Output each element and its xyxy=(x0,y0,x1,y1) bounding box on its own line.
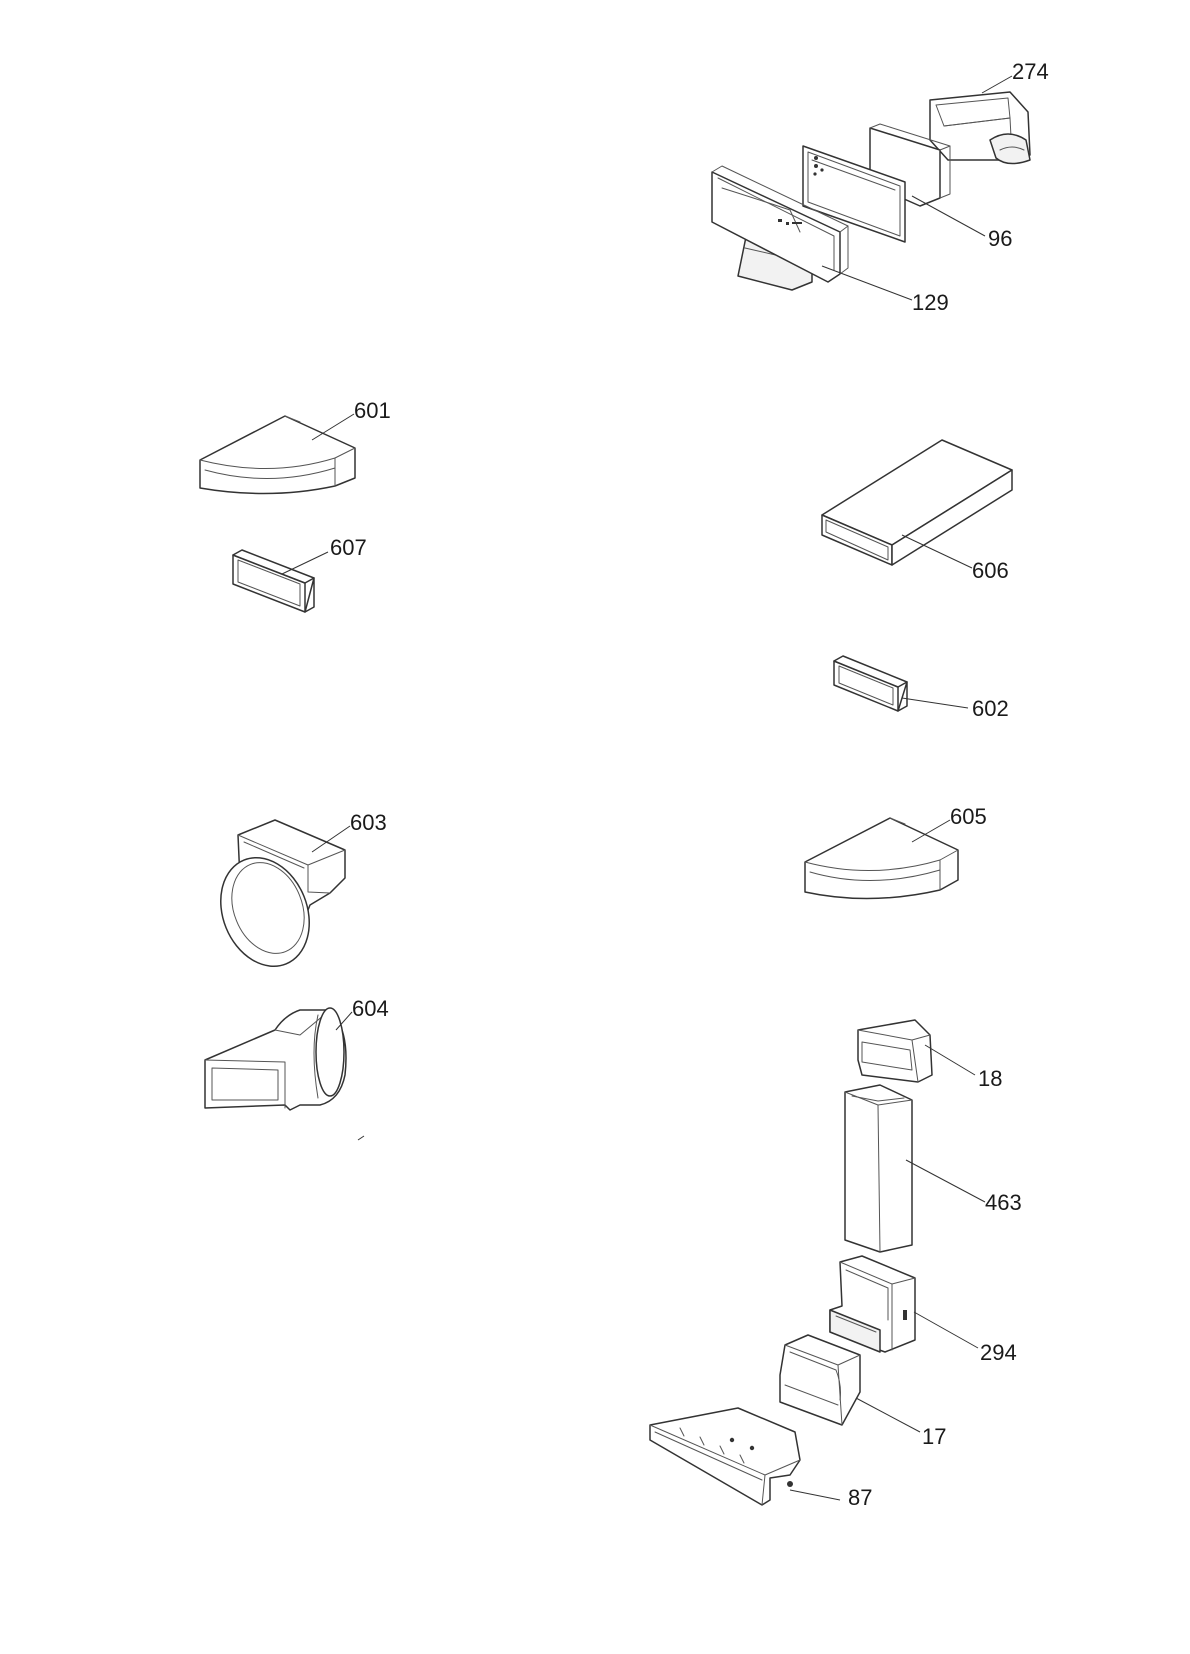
leader-602 xyxy=(901,697,969,709)
part-602-drawing xyxy=(833,655,908,712)
part-129-drawing xyxy=(711,165,849,291)
part-601-drawing xyxy=(199,415,356,495)
leader-604 xyxy=(335,1011,353,1031)
label-274: 274 xyxy=(1012,59,1049,84)
part-18-drawing xyxy=(857,1019,933,1083)
label-129: 129 xyxy=(912,290,949,315)
part-463-drawing xyxy=(844,1084,913,1253)
leader-607 xyxy=(281,551,329,575)
part-17-drawing xyxy=(779,1334,861,1426)
part-87-drawing xyxy=(649,1407,801,1506)
label-605: 605 xyxy=(950,804,987,829)
leader-274 xyxy=(981,75,1013,94)
label-601: 601 xyxy=(354,398,391,423)
part-96-drawing xyxy=(802,123,951,243)
label-294: 294 xyxy=(980,1340,1017,1365)
label-96: 96 xyxy=(988,226,1012,251)
label-603: 603 xyxy=(350,810,387,835)
part-605-drawing xyxy=(804,817,959,900)
stray-mark xyxy=(357,1135,365,1141)
leader-87 xyxy=(789,1489,841,1501)
leader-18 xyxy=(924,1044,976,1076)
part-294-drawing xyxy=(829,1255,916,1353)
leader-96 xyxy=(911,195,986,237)
part-603-drawing xyxy=(220,819,346,968)
label-17: 17 xyxy=(922,1424,946,1449)
label-604: 604 xyxy=(352,996,389,1021)
leader-294 xyxy=(913,1311,979,1349)
leader-603 xyxy=(311,825,351,853)
leader-605 xyxy=(911,819,951,843)
label-18: 18 xyxy=(978,1066,1002,1091)
part-274-drawing xyxy=(929,91,1031,165)
leader-463 xyxy=(905,1159,986,1203)
label-602: 602 xyxy=(972,696,1009,721)
label-607: 607 xyxy=(330,535,367,560)
part-607-drawing xyxy=(232,549,315,613)
part-604-drawing xyxy=(204,1007,347,1111)
label-606: 606 xyxy=(972,558,1009,583)
leader-606 xyxy=(901,534,973,569)
leader-129 xyxy=(821,265,913,301)
part-606-drawing xyxy=(821,439,1013,566)
leader-601 xyxy=(311,413,355,441)
leader-17 xyxy=(855,1397,921,1433)
label-463: 463 xyxy=(985,1190,1022,1215)
label-87: 87 xyxy=(848,1485,872,1510)
